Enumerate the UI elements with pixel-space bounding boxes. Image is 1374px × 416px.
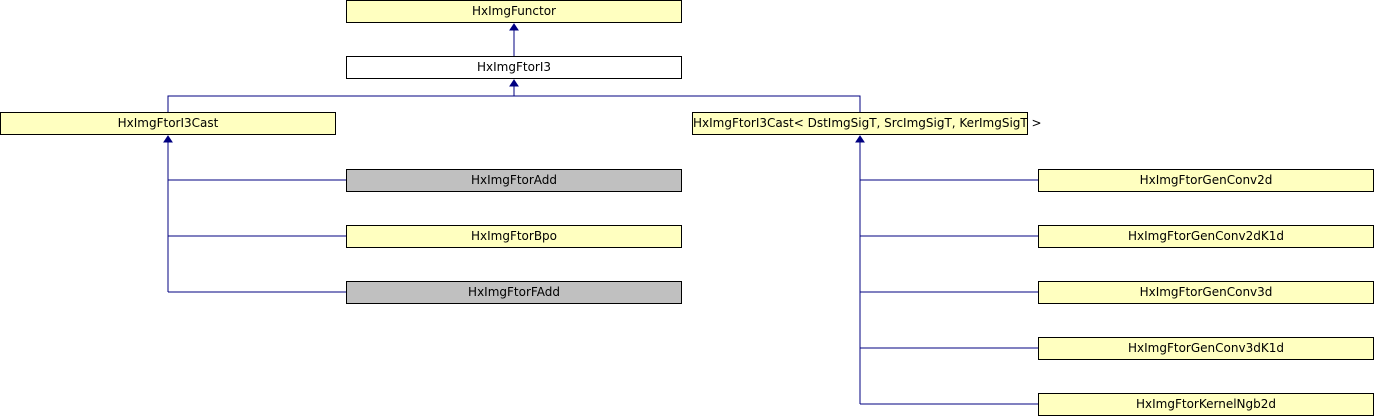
class-label-hximgftorbpo: HxImgFtorBpo: [470, 229, 558, 243]
arrowhead-template: [855, 135, 865, 143]
class-label-hximgfunctor: HxImgFunctor: [471, 4, 556, 18]
edge-left-children: [167, 136, 346, 293]
class-node-hximgftoradd: HxImgFtorAdd: [346, 169, 682, 192]
class-node-hximgftorfadd: HxImgFtorFAdd: [346, 281, 682, 304]
class-label-hximgftoradd: HxImgFtorAdd: [470, 173, 558, 187]
class-node-hximgftorgenconv2d[interactable]: HxImgFtorGenConv2d: [1038, 169, 1374, 192]
class-node-hximgftori3cast[interactable]: HxImgFtorI3Cast: [0, 112, 336, 135]
class-node-hximgftorgenconv3dk1d[interactable]: HxImgFtorGenConv3dK1d: [1038, 337, 1374, 360]
class-label-hximgftorgenconv2d: HxImgFtorGenConv2d: [1139, 173, 1273, 187]
class-label-hximgftorgenconv2dk1d: HxImgFtorGenConv2dK1d: [1128, 229, 1284, 243]
class-node-hximgftori3cast-template[interactable]: HxImgFtorI3Cast< DstImgSigT, SrcImgSigT,…: [692, 112, 1042, 135]
class-label-hximgftori3cast: HxImgFtorI3Cast: [117, 116, 219, 130]
arrowhead-functor: [509, 23, 519, 31]
class-label-hximgftorfadd: HxImgFtorFAdd: [468, 285, 560, 299]
class-node-hximgftorgenconv2dk1d[interactable]: HxImgFtorGenConv2dK1d: [1038, 225, 1374, 248]
class-node-hximgftori3: HxImgFtorI3: [346, 56, 682, 79]
class-node-hximgftorbpo[interactable]: HxImgFtorBpo: [346, 225, 682, 248]
class-label-hximgftori3: HxImgFtorI3: [476, 60, 552, 74]
class-node-hximgftorgenconv3d[interactable]: HxImgFtorGenConv3d: [1038, 281, 1374, 304]
class-label-hximgftori3cast-template: HxImgFtorI3Cast< DstImgSigT, SrcImgSigT,…: [693, 116, 1042, 130]
arrowhead-ftori3cast: [163, 135, 173, 143]
class-node-hximgftorkernelngb2d[interactable]: HxImgFtorKernelNgb2d: [1038, 393, 1374, 416]
class-label-hximgftorkernelngb2d: HxImgFtorKernelNgb2d: [1135, 397, 1276, 411]
class-node-hximgfunctor[interactable]: HxImgFunctor: [346, 0, 682, 23]
arrowhead-ftori3: [509, 79, 519, 87]
class-label-hximgftorgenconv3dk1d: HxImgFtorGenConv3dK1d: [1128, 341, 1284, 355]
edge-right-children: [859, 136, 1038, 405]
class-label-hximgftorgenconv3d: HxImgFtorGenConv3d: [1139, 285, 1273, 299]
